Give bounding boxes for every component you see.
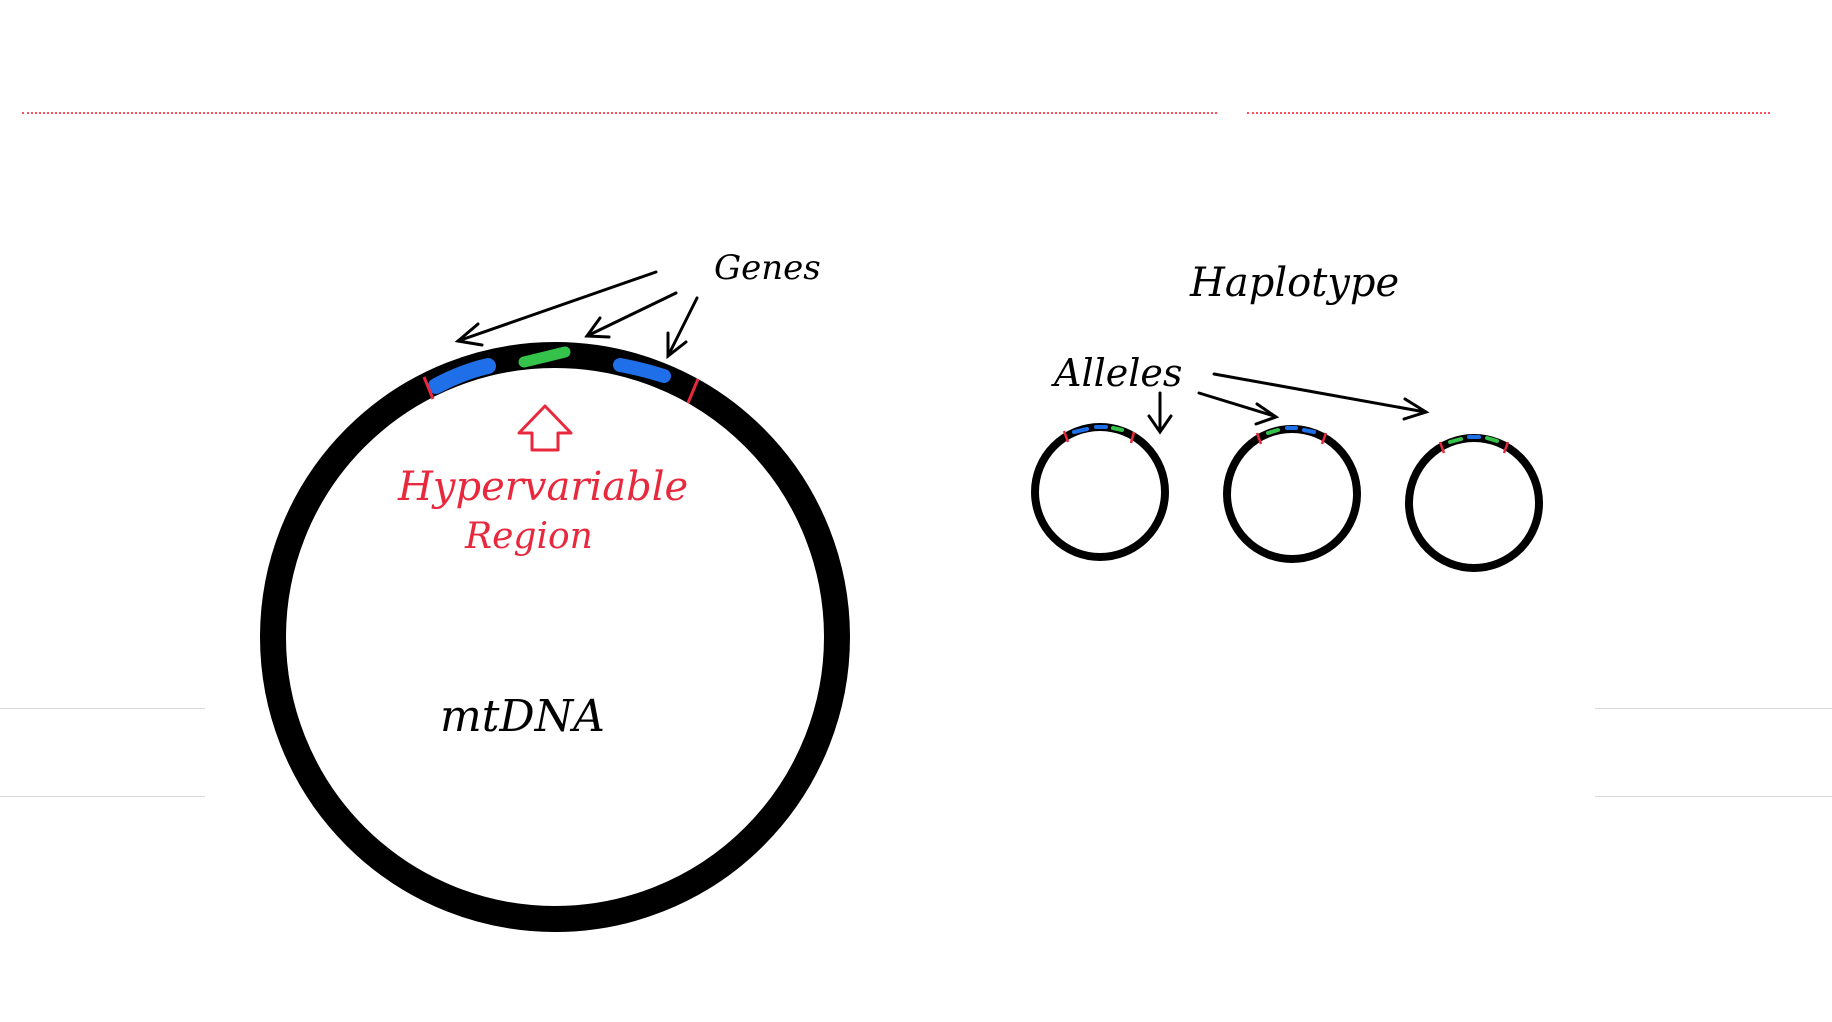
rule-line-right-2 <box>1595 796 1832 797</box>
haplotype-label: Haplotype <box>1189 260 1399 306</box>
alleles-label: Alleles <box>1051 351 1182 395</box>
allele-ring-2 <box>1223 425 1361 563</box>
spellcheck-underline-1 <box>22 112 1217 114</box>
allele-gene-marks <box>1072 425 1499 444</box>
hypervariable-arrow-icon <box>517 404 573 452</box>
mtdna-label: mtDNA <box>440 691 605 742</box>
hypervariable-label-line1: Hypervariable <box>397 464 688 510</box>
genes-label: Genes <box>714 248 821 288</box>
gene-green-1 <box>518 346 571 368</box>
rule-line-left-1 <box>0 708 205 709</box>
mtdna-ring <box>260 342 850 932</box>
rule-line-left-2 <box>0 796 205 797</box>
hypervariable-label-line2: Region <box>464 516 593 557</box>
red-marker-left <box>422 376 435 400</box>
spellcheck-underline-2 <box>1247 112 1770 114</box>
rule-line-right-1 <box>1595 708 1832 709</box>
gene-blue-1 <box>428 358 496 394</box>
red-marker-right <box>686 378 700 404</box>
gene-arrows <box>454 270 699 360</box>
allele-ring-3 <box>1405 434 1543 572</box>
allele-ring-1 <box>1031 423 1169 561</box>
allele-arrows <box>1147 372 1430 435</box>
gene-blue-2 <box>613 358 671 383</box>
allele-red-markers <box>1062 430 1510 454</box>
